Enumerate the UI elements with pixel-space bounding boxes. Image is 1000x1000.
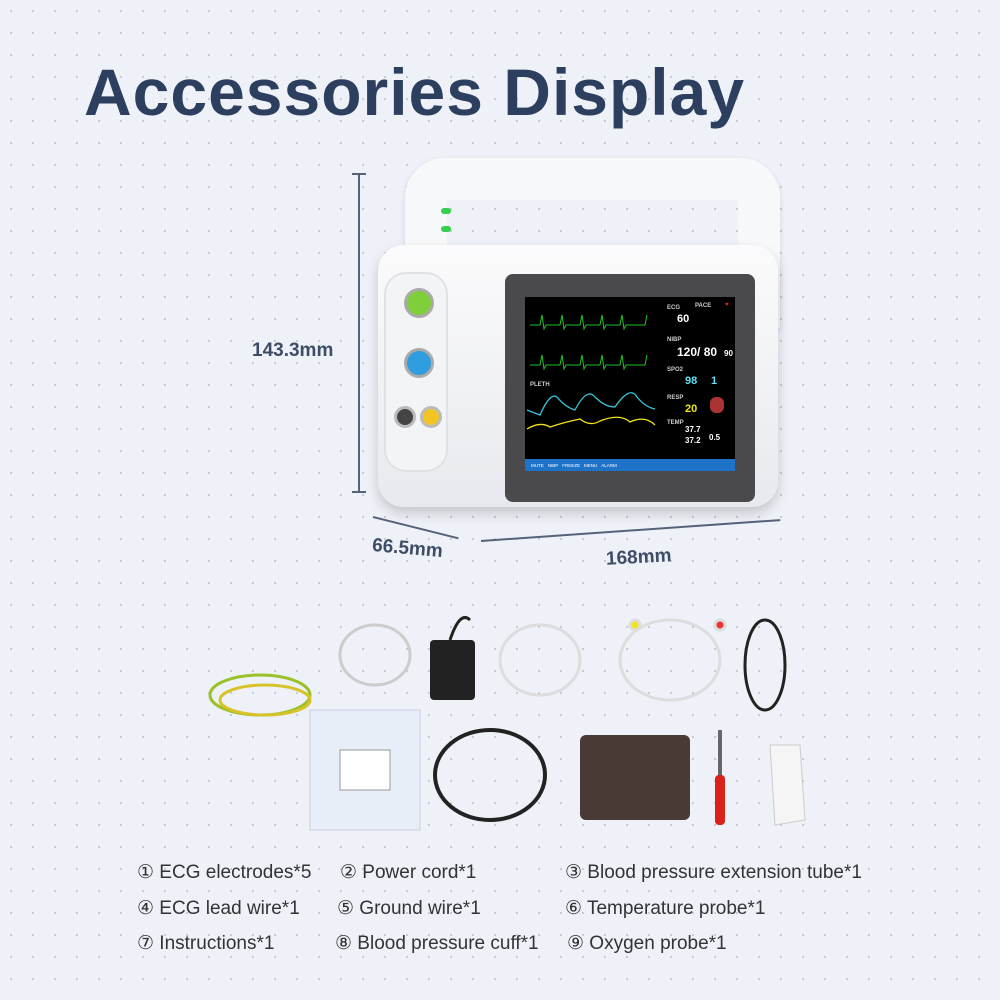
accessory-item: ② Power cord*1 bbox=[340, 862, 477, 883]
heart-icon: ♥ bbox=[725, 302, 729, 308]
accessory-item: ⑤ Ground wire*1 bbox=[337, 898, 481, 919]
ecg-lead-wire bbox=[618, 618, 727, 702]
extension-tube bbox=[498, 623, 582, 697]
ecg-label: ECG bbox=[667, 305, 681, 311]
sensor-port-panel bbox=[384, 272, 448, 472]
temp-port-icon bbox=[420, 406, 442, 428]
width-dimension-label: 168mm bbox=[605, 545, 672, 570]
lungs-icon bbox=[710, 397, 724, 413]
ecg-waveform-2 bbox=[530, 354, 648, 371]
oxygen-probe-cord bbox=[743, 618, 787, 712]
screwdriver bbox=[715, 730, 725, 825]
ecg-waveform bbox=[530, 314, 648, 331]
pi-value: 1 bbox=[711, 375, 718, 387]
power-led-icon bbox=[441, 208, 451, 214]
waveforms bbox=[526, 314, 656, 430]
accessory-item: ③ Blood pressure extension tube*1 bbox=[565, 862, 862, 883]
accessory-item: ⑦ Instructions*1 bbox=[137, 933, 275, 954]
accessory-item: ⑥ Temperature probe*1 bbox=[565, 898, 766, 919]
resp-label: RESP bbox=[667, 395, 684, 401]
pleth-waveform bbox=[526, 392, 656, 416]
page-title: Accessories Display bbox=[84, 55, 746, 129]
blood-pressure-cuff bbox=[580, 735, 690, 820]
resp-waveform bbox=[526, 416, 656, 430]
menu-button[interactable]: MENU bbox=[584, 462, 598, 468]
pace-label: PACE bbox=[695, 303, 712, 309]
height-dimension-line bbox=[352, 173, 366, 493]
accessory-item: ① ECG electrodes*5 bbox=[137, 862, 312, 883]
instructions-manual bbox=[309, 709, 421, 831]
spo2-label: SPO2 bbox=[667, 367, 684, 373]
monitor-handle bbox=[405, 158, 780, 328]
charge-led-icon bbox=[441, 226, 451, 232]
freeze-button[interactable]: FREEZE bbox=[562, 462, 581, 468]
temp1-value: 37.7 bbox=[685, 425, 701, 434]
height-dimension-label: 143.3mm bbox=[252, 340, 334, 361]
temp2-value: 37.2 bbox=[685, 436, 701, 445]
temp-label: TEMP bbox=[667, 420, 684, 426]
accessory-item: ⑨ Oxygen probe*1 bbox=[567, 933, 727, 954]
hr-value: 60 bbox=[677, 313, 690, 325]
spo2-value: 98 bbox=[685, 375, 698, 387]
pleth-label: PLETH bbox=[530, 382, 550, 388]
width-dimension-line bbox=[480, 519, 781, 542]
accessories-illustration bbox=[208, 616, 806, 831]
nibp-map: 90 bbox=[724, 349, 733, 358]
nibp-port-icon bbox=[394, 406, 416, 428]
mute-button[interactable]: MUTE bbox=[531, 462, 544, 468]
screen-button-bar: MUTE NIBP FREEZE MENU ALARM bbox=[525, 459, 735, 471]
nibp-value: 120/ 80 bbox=[677, 345, 718, 359]
resp-value: 20 bbox=[685, 403, 698, 415]
nibp-label: NIBP bbox=[667, 337, 682, 343]
nibp-hose bbox=[433, 728, 547, 822]
mounting-bracket bbox=[769, 744, 806, 826]
temperature-probe bbox=[338, 623, 412, 687]
temp-diff-value: 0.5 bbox=[709, 433, 721, 442]
spo2-port-icon bbox=[404, 348, 434, 378]
accessory-item: ④ ECG lead wire*1 bbox=[137, 898, 300, 919]
alarm-button[interactable]: ALARM bbox=[601, 462, 617, 468]
monitor-screen: PLETH ECG PACE ♥ 60 NIBP 120/ 80 90 SPO2… bbox=[525, 297, 735, 471]
power-adapter bbox=[430, 616, 475, 700]
depth-dimension-label: 66.5mm bbox=[371, 534, 444, 563]
nibp-button[interactable]: NIBP bbox=[547, 462, 559, 468]
ground-wire bbox=[208, 673, 312, 717]
ecg-port-icon bbox=[404, 288, 434, 318]
accessory-item: ⑧ Blood pressure cuff*1 bbox=[335, 933, 539, 954]
